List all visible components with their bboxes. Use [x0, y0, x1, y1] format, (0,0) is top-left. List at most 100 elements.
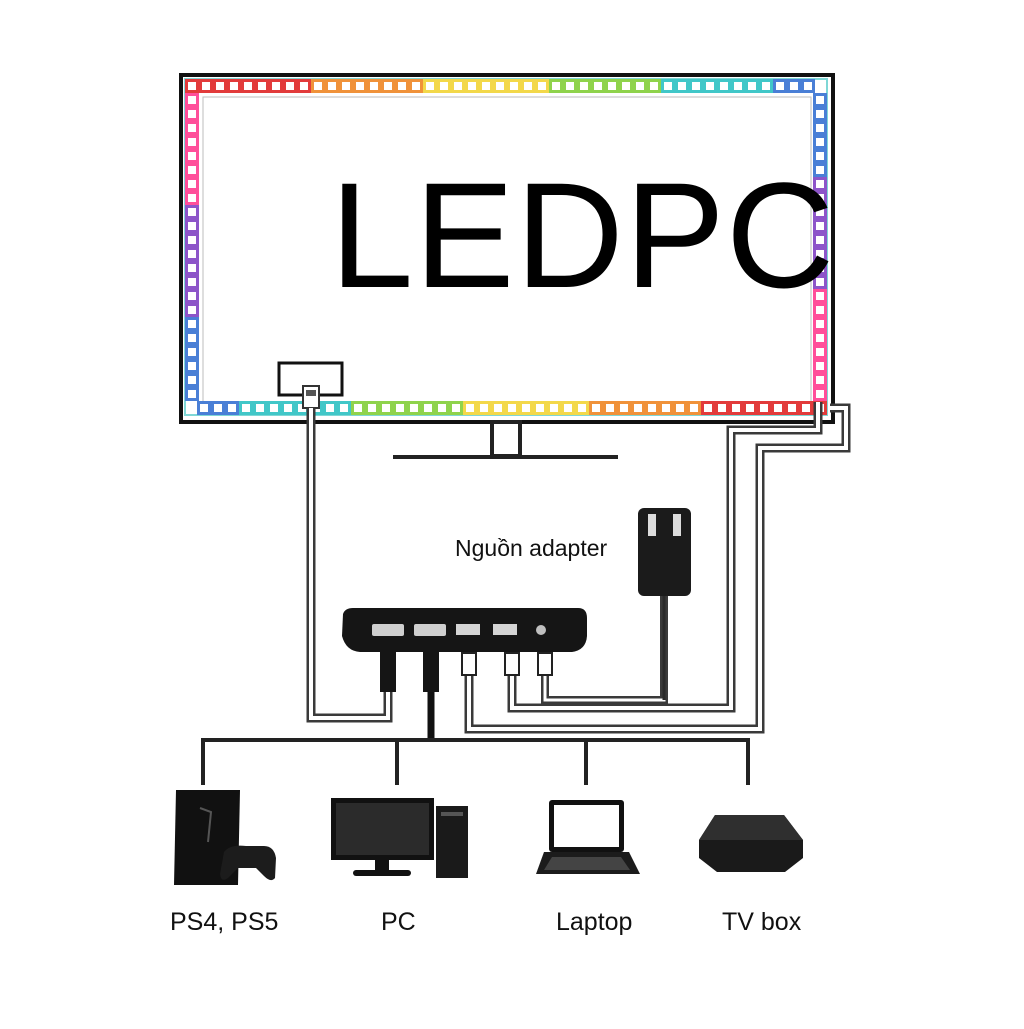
- led-chip: [718, 404, 726, 412]
- led-chip: [286, 82, 294, 90]
- led-chip: [816, 250, 824, 258]
- hub-hdmi-port-2: [414, 624, 446, 636]
- led-chip: [256, 404, 264, 412]
- led-chip: [578, 404, 586, 412]
- led-chip: [760, 404, 768, 412]
- led-chip: [216, 82, 224, 90]
- led-chip: [228, 404, 236, 412]
- led-chip: [384, 82, 392, 90]
- led-chip: [214, 404, 222, 412]
- led-chip: [188, 390, 196, 398]
- power-adapter: [638, 508, 691, 596]
- led-chip: [496, 82, 504, 90]
- led-chip: [188, 138, 196, 146]
- led-chip: [188, 320, 196, 328]
- led-chip: [594, 82, 602, 90]
- led-chip: [816, 362, 824, 370]
- wire-led-to-hub-core: [309, 408, 390, 720]
- led-chip: [816, 236, 824, 244]
- led-chip: [326, 404, 334, 412]
- led-chip: [816, 278, 824, 286]
- led-chip: [564, 404, 572, 412]
- led-chip: [676, 404, 684, 412]
- led-chip: [494, 404, 502, 412]
- led-chip: [788, 404, 796, 412]
- led-chip: [816, 390, 824, 398]
- led-chip: [480, 404, 488, 412]
- led-chip: [200, 404, 208, 412]
- led-chip: [746, 404, 754, 412]
- led-chip: [188, 194, 196, 202]
- led-chip: [270, 404, 278, 412]
- led-chip: [398, 82, 406, 90]
- led-chip: [720, 82, 728, 90]
- led-chip: [816, 306, 824, 314]
- adapter-label: Nguồn adapter: [455, 535, 608, 561]
- device-label-ps: PS4, PS5: [170, 908, 279, 936]
- led-chip: [816, 264, 824, 272]
- led-chip: [284, 404, 292, 412]
- led-chip: [816, 152, 824, 160]
- led-chip: [300, 82, 308, 90]
- led-chip: [188, 208, 196, 216]
- led-chip: [790, 82, 798, 90]
- led-chip: [340, 404, 348, 412]
- led-chip: [606, 404, 614, 412]
- led-chip: [188, 376, 196, 384]
- led-chip: [748, 82, 756, 90]
- led-chip: [776, 82, 784, 90]
- led-chip: [188, 236, 196, 244]
- led-chip: [636, 82, 644, 90]
- led-chip: [510, 82, 518, 90]
- brand-text: LEDPC: [330, 151, 836, 319]
- adapter-prong-left: [648, 514, 656, 536]
- led-chip: [816, 166, 824, 174]
- led-chip: [482, 82, 490, 90]
- led-chip: [424, 404, 432, 412]
- led-chip: [706, 82, 714, 90]
- led-chip: [732, 404, 740, 412]
- tv-stand-neck: [490, 420, 522, 458]
- led-chip: [550, 404, 558, 412]
- led-chip: [650, 82, 658, 90]
- led-chip: [802, 404, 810, 412]
- led-chip: [242, 404, 250, 412]
- led-chip: [634, 404, 642, 412]
- led-chip: [188, 348, 196, 356]
- led-chip: [816, 320, 824, 328]
- led-chip: [816, 376, 824, 384]
- led-chip: [538, 82, 546, 90]
- led-chip: [356, 82, 364, 90]
- led-chip: [188, 334, 196, 342]
- hub-usb-port-2: [493, 624, 517, 635]
- led-chip: [662, 404, 670, 412]
- led-chip: [704, 404, 712, 412]
- dc-plug: [537, 652, 553, 676]
- led-chip: [804, 82, 812, 90]
- led-chip: [396, 404, 404, 412]
- led-chip: [816, 208, 824, 216]
- led-chip: [622, 82, 630, 90]
- led-chip: [188, 110, 196, 118]
- led-chip: [816, 96, 824, 104]
- led-chip: [664, 82, 672, 90]
- led-chip: [258, 82, 266, 90]
- led-chip: [678, 82, 686, 90]
- led-chip: [734, 82, 742, 90]
- ps-console-icon: [174, 790, 276, 885]
- led-chip: [188, 222, 196, 230]
- led-chip: [354, 404, 362, 412]
- led-chip: [608, 82, 616, 90]
- led-chip: [468, 82, 476, 90]
- led-chip: [314, 82, 322, 90]
- led-chip: [692, 82, 700, 90]
- usb-plug-2: [504, 652, 520, 676]
- led-chip: [188, 362, 196, 370]
- led-chip: [816, 348, 824, 356]
- led-chip: [188, 96, 196, 104]
- led-chip: [620, 404, 628, 412]
- led-chip: [648, 404, 656, 412]
- led-chip: [272, 82, 280, 90]
- led-chip: [816, 222, 824, 230]
